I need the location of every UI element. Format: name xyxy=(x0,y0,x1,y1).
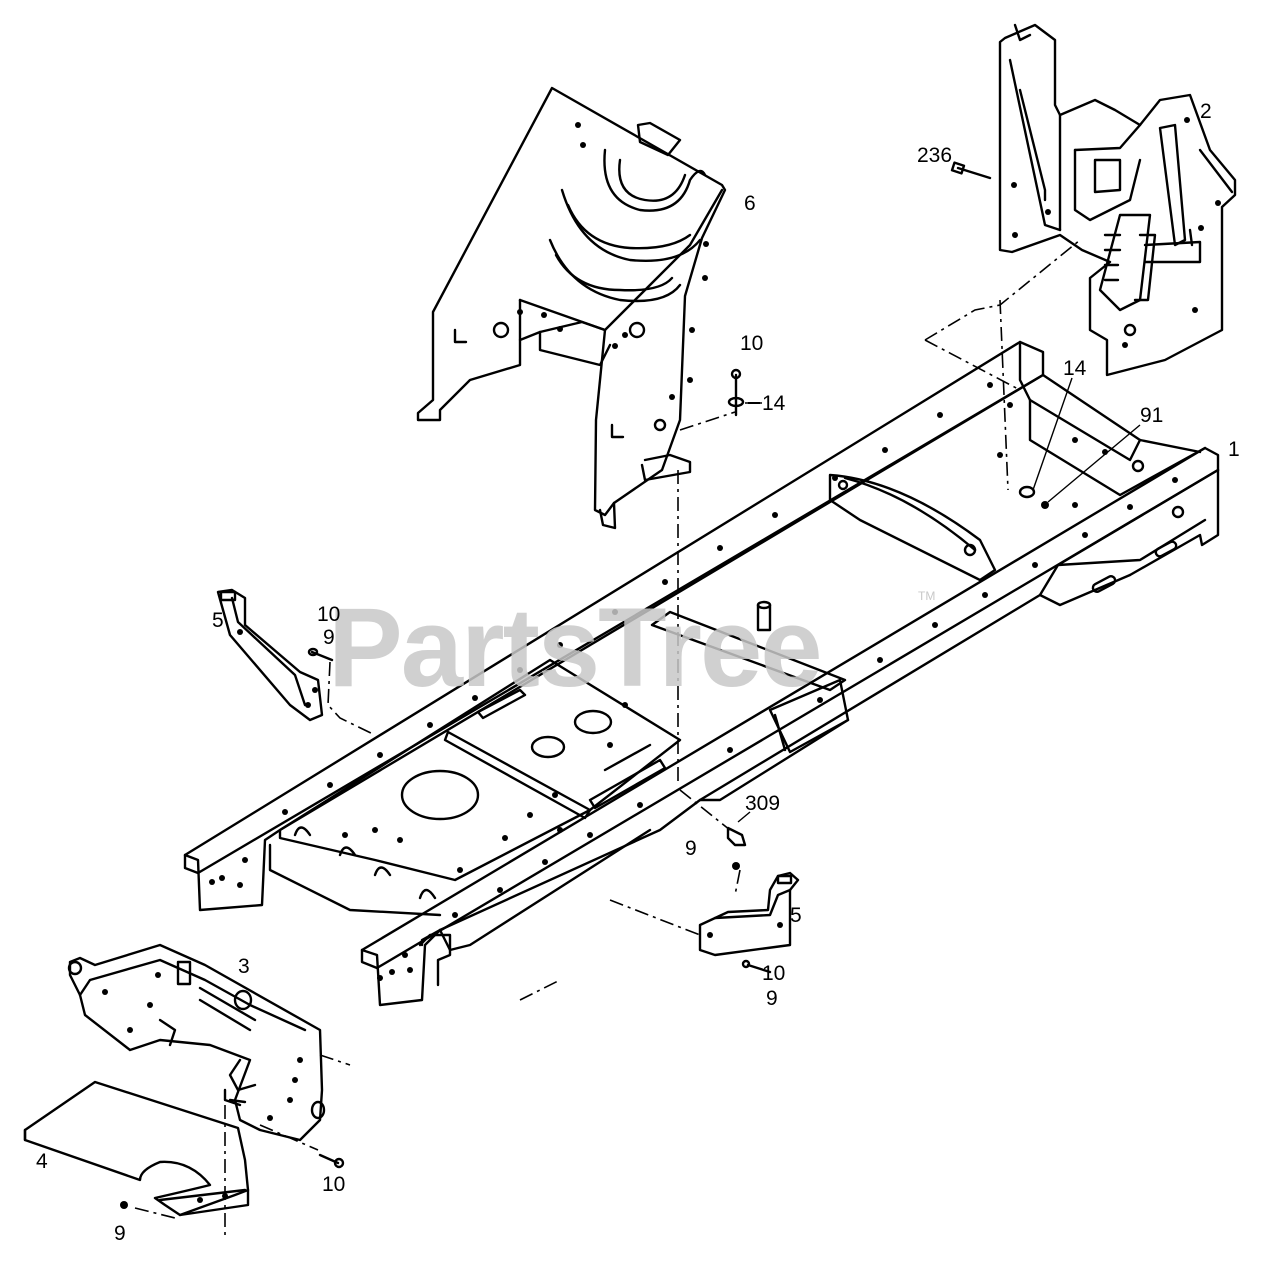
callout-9-clip: 9 xyxy=(685,837,697,860)
callout-236: 236 xyxy=(917,144,952,167)
callout-labels: 1 2 3 4 5 5 6 9 9 9 9 10 10 10 10 14 14 … xyxy=(36,100,1240,1245)
callout-91: 91 xyxy=(1140,404,1163,427)
rear-plate-part-2 xyxy=(998,23,1237,377)
callout-4: 4 xyxy=(36,1150,48,1173)
dash-panel-part-6 xyxy=(416,86,727,530)
callout-6: 6 xyxy=(744,192,756,215)
assembly-lines xyxy=(134,239,1081,1235)
main-frame-part-1 xyxy=(183,340,1220,1007)
callout-9-bracket: 9 xyxy=(766,987,778,1010)
callout-5-right: 5 xyxy=(790,904,802,927)
watermark-trademark: TM xyxy=(918,589,935,603)
bracket-part-5-right xyxy=(698,871,800,957)
watermark: PartsTree TM xyxy=(328,585,935,710)
callout-10-left: 10 xyxy=(317,603,340,626)
callout-5-left: 5 xyxy=(212,609,224,632)
callout-3: 3 xyxy=(238,955,250,978)
clip-309 xyxy=(726,826,747,847)
hardware xyxy=(120,161,1049,1209)
callout-14-rear: 14 xyxy=(1063,357,1087,380)
callout-10-support: 10 xyxy=(322,1173,345,1196)
front-support-part-3 xyxy=(67,943,326,1142)
callout-1: 1 xyxy=(1228,438,1240,461)
cover-plate-part-4 xyxy=(23,1080,250,1217)
bracket-part-5-left xyxy=(216,588,324,722)
callout-10-top: 10 xyxy=(740,332,763,355)
watermark-text: PartsTree xyxy=(328,585,821,710)
callout-10-bracket: 10 xyxy=(762,962,785,985)
callout-14-top: 14 xyxy=(762,392,786,415)
callout-9-plate: 9 xyxy=(114,1222,126,1245)
callout-9-left: 9 xyxy=(323,626,335,649)
callout-2: 2 xyxy=(1200,100,1212,123)
callout-309: 309 xyxy=(745,792,780,815)
